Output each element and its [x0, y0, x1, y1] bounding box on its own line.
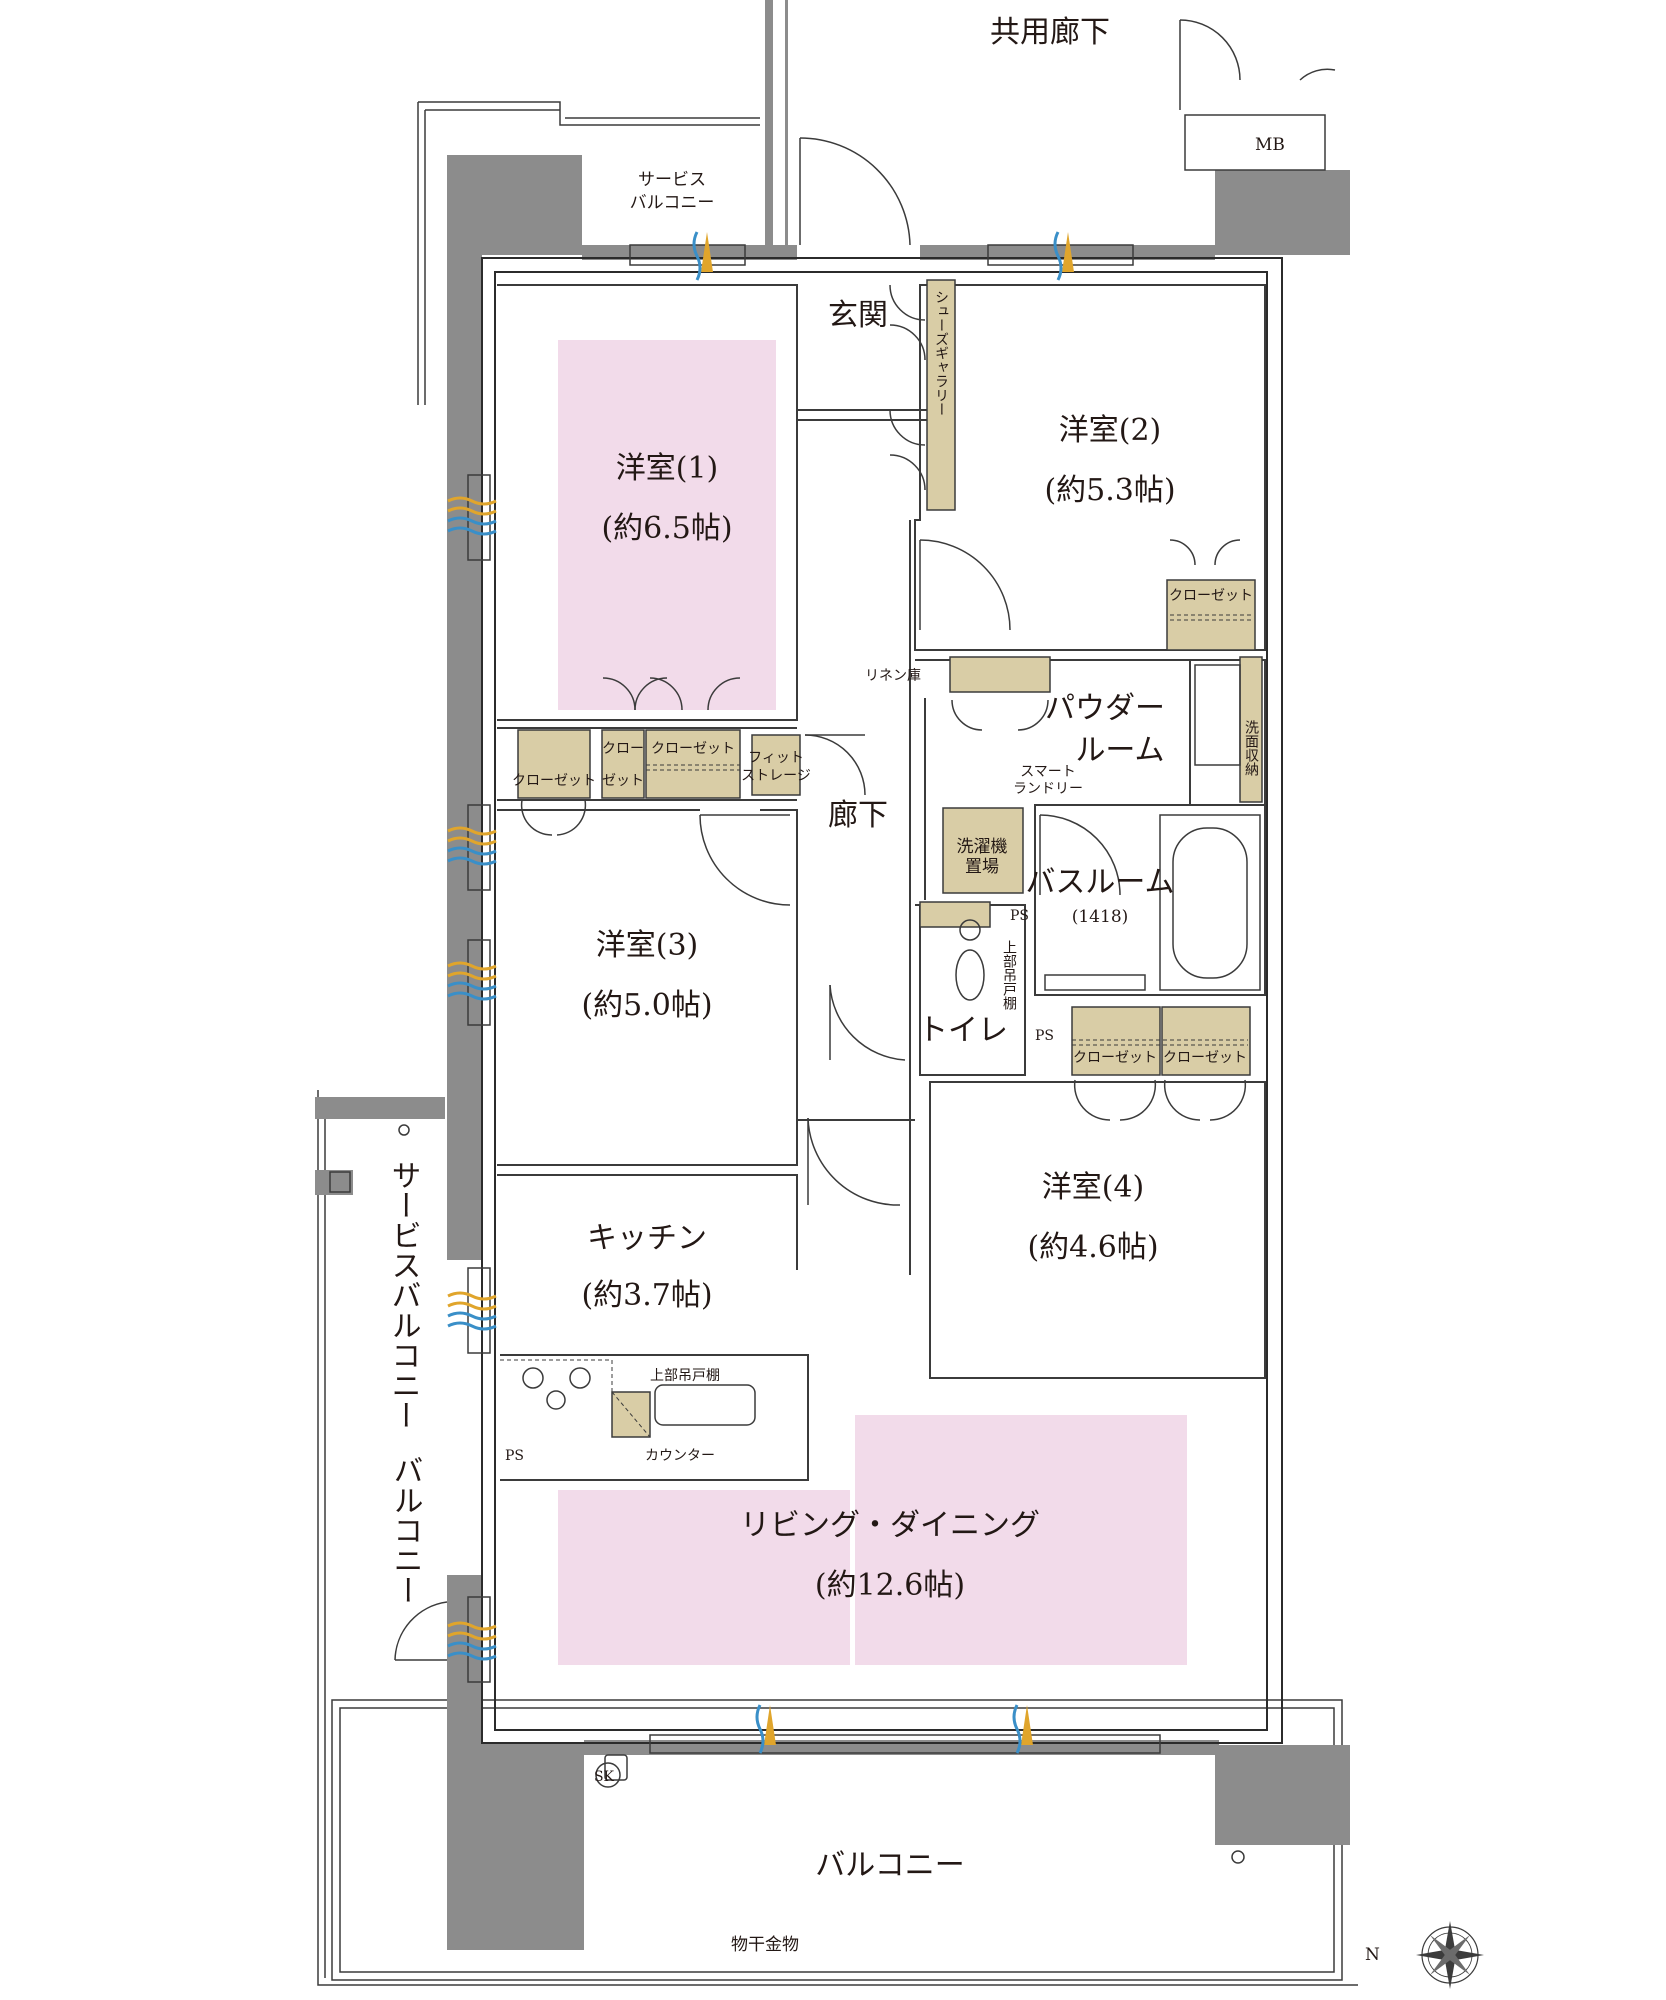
north-label: N	[1365, 1945, 1380, 1965]
room1-size: (約6.5帖)	[601, 511, 732, 546]
balcony-side-label: バルコニー	[388, 1455, 423, 1605]
fit-storage-block	[751, 734, 801, 796]
room1-closet-mid-label-2: ゼット	[602, 773, 644, 789]
kitchen-upper-cabinet-label: 上部吊戸棚	[650, 1368, 720, 1384]
ps-label-2: PS	[1035, 1028, 1054, 1044]
bathroom-label: バスルーム	[1025, 865, 1174, 900]
living-name: リビング・ダイニング	[740, 1508, 1040, 1543]
powder-room-label-1: パウダー	[1045, 691, 1165, 726]
room2-name: 洋室(2)	[1059, 413, 1162, 448]
room1-closet-right-block	[645, 729, 741, 799]
vent-icon	[447, 496, 497, 536]
drying-hardware-label: 物干金物	[731, 1935, 799, 1955]
corridor-walls	[765, 0, 788, 245]
room4-closet-left-label: クローゼット	[1073, 1050, 1157, 1066]
service-balcony-top-label-2: バルコニー	[630, 193, 715, 213]
vent-icon	[755, 1704, 776, 1754]
kitchen-size: (約3.7帖)	[581, 1278, 712, 1313]
common-corridor-label: 共用廊下	[990, 15, 1110, 50]
compass-icon	[1416, 1921, 1484, 1989]
living-highlight-right	[855, 1415, 1187, 1665]
doors	[394, 19, 1336, 1661]
vent-icon	[1012, 1704, 1033, 1754]
room1-highlight	[558, 340, 776, 710]
vent-icon	[447, 826, 497, 866]
bath-size-label: (1418)	[1072, 907, 1129, 927]
washer-block	[942, 807, 1024, 894]
room2-size: (約5.3帖)	[1044, 473, 1175, 508]
linen-block	[949, 656, 1051, 693]
room3-name: 洋室(3)	[596, 928, 699, 963]
windows	[467, 244, 1161, 1754]
room4-closet-left-block	[1071, 1006, 1161, 1076]
living-size: (約12.6帖)	[815, 1568, 965, 1603]
service-balcony-top-label-1: サービス	[638, 170, 706, 190]
linen-label: リネン庫	[865, 667, 921, 684]
room1-closet-mid-block	[601, 729, 645, 799]
fit-storage-label-2: ストレージ	[741, 768, 811, 784]
vent-icon	[447, 1621, 497, 1661]
interior-walls	[497, 284, 1266, 1481]
room4-name: 洋室(4)	[1042, 1170, 1145, 1205]
room2-closet-label: クローゼット	[1169, 588, 1253, 604]
washer-label-1: 洗濯機	[957, 837, 1008, 857]
room1-closet-mid-label-1: クロー	[602, 741, 644, 757]
room1-closet-right-label: クローゼット	[651, 741, 735, 757]
shoes-gallery-label: シューズギャラリー	[933, 290, 949, 416]
toilet-label: トイレ	[918, 1013, 1008, 1048]
washstand-storage-label: 洗面収納	[1243, 720, 1259, 777]
vent-icon	[692, 231, 713, 281]
vents	[447, 231, 1074, 1754]
labels: 共用廊下 MB サービス バルコニー 玄関 シューズギャラリー 洋室(1) (約…	[386, 15, 1381, 1965]
vent-icon	[447, 1291, 497, 1331]
ps-label-3: PS	[505, 1448, 524, 1464]
room1-closet-left-block	[517, 729, 591, 799]
room1-closet-left-label: クローゼット	[512, 773, 596, 789]
washer-label-2: 置場	[965, 857, 999, 877]
storage-dashes	[500, 614, 1252, 1438]
balcony-outlines	[317, 101, 1358, 1986]
toilet-counter-block	[919, 901, 991, 928]
sk-label: SK	[594, 1769, 615, 1785]
toilet-upper-cabinet-label: 上部吊戸棚	[1001, 940, 1017, 1010]
counter-label: カウンター	[645, 1448, 715, 1464]
ps-label-1: PS	[1010, 908, 1029, 924]
structural-walls	[315, 155, 1350, 1950]
room4-size: (約4.6帖)	[1027, 1230, 1158, 1265]
balcony-bottom-label: バルコニー	[815, 1848, 964, 1883]
smart-laundry-label-2: ランドリー	[1013, 781, 1083, 797]
unit-frame	[481, 257, 1283, 1744]
mb-label: MB	[1255, 135, 1285, 155]
room-highlights	[558, 340, 1187, 1665]
powder-room-label-2: ルーム	[1075, 733, 1164, 768]
smart-laundry-label-1: スマート	[1020, 764, 1076, 780]
room1-name: 洋室(1)	[616, 451, 719, 486]
room4-closet-right-block	[1161, 1006, 1251, 1076]
kitchen-name: キッチン	[587, 1221, 707, 1256]
living-highlight-left	[558, 1490, 850, 1665]
service-balcony-side-label: サービスバルコニー	[386, 1160, 421, 1430]
hallway-label-1: 廊下	[828, 798, 888, 833]
vent-icon	[447, 961, 497, 1001]
room4-closet-right-label: クローゼット	[1163, 1050, 1247, 1066]
entrance-label: 玄関	[828, 298, 888, 333]
fixtures	[329, 114, 1326, 1864]
shoes-gallery-block	[926, 279, 956, 511]
fit-storage-label-1: フィット	[748, 750, 804, 766]
vent-icon	[1053, 231, 1074, 281]
room3-size: (約5.0帖)	[581, 988, 712, 1023]
